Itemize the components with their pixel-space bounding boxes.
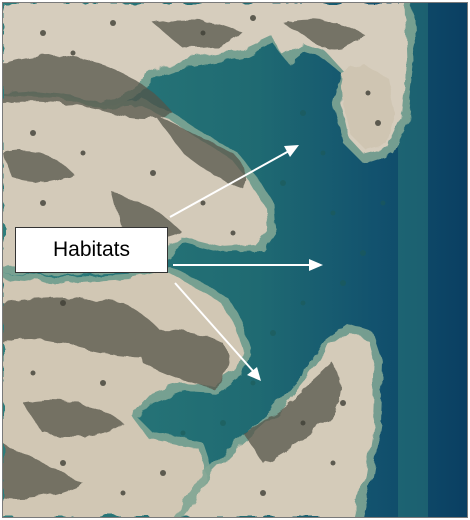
seagrass xyxy=(180,110,386,436)
habitats-label: Habitats xyxy=(52,238,131,261)
vegetation xyxy=(3,19,363,499)
arrow-upper-head xyxy=(284,145,299,157)
arrow-middle-head xyxy=(309,259,323,271)
arrow-lower xyxy=(174,282,254,372)
habitats-label-box: Habitats xyxy=(15,227,168,273)
arrow-lower-head xyxy=(247,367,261,381)
arrow-upper xyxy=(169,150,290,218)
annotation-arrows xyxy=(169,145,323,381)
aerial-photo xyxy=(3,3,467,517)
